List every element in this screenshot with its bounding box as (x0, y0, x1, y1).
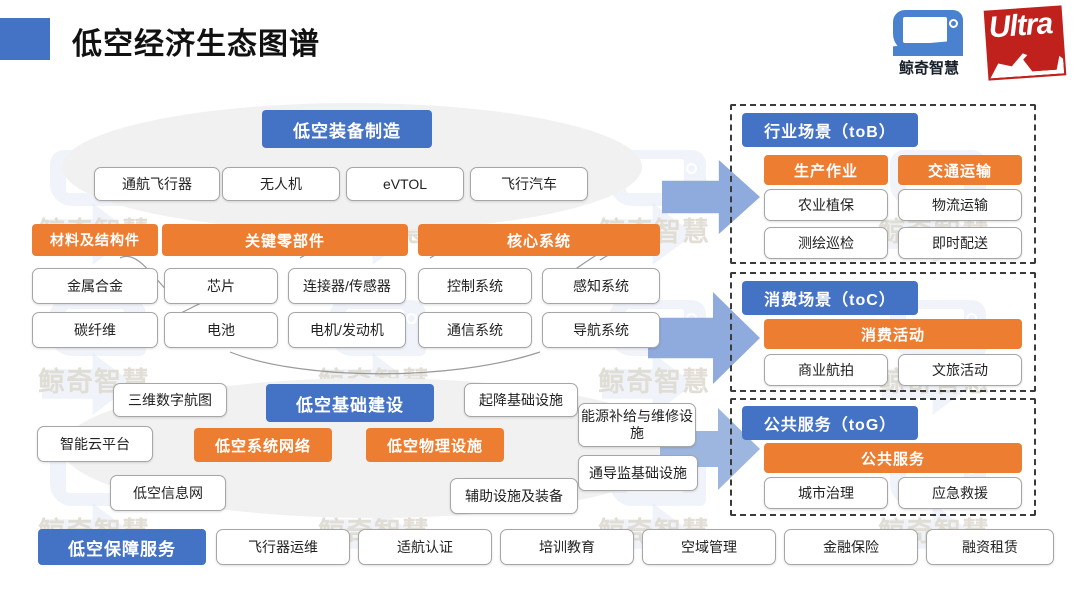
scenario-panel-tog (730, 398, 1036, 516)
scenario-subgroup-header[interactable]: 交通运输 (898, 155, 1022, 185)
infrastructure-item[interactable]: 三维数字航图 (113, 383, 227, 417)
scenario-panel-toc (730, 272, 1036, 392)
scenario-subgroup-header[interactable]: 生产作业 (764, 155, 888, 185)
support-item[interactable]: 空域管理 (642, 529, 776, 565)
brand-logo-label: 鲸奇智慧 (898, 60, 959, 77)
equipment-item[interactable]: 无人机 (222, 167, 340, 201)
scenario-item[interactable]: 农业植保 (764, 189, 888, 221)
infrastructure-item[interactable]: 辅助设施及装备 (450, 478, 578, 514)
component-item[interactable]: 碳纤维 (32, 312, 158, 348)
support-item[interactable]: 金融保险 (784, 529, 918, 565)
component-item[interactable]: 芯片 (164, 268, 278, 304)
scenario-item[interactable]: 文旅活动 (898, 354, 1022, 386)
scenario-item[interactable]: 应急救援 (898, 477, 1022, 509)
scenario-title-toc[interactable]: 消费场景（toC） (742, 281, 918, 315)
infrastructure-item[interactable]: 智能云平台 (37, 426, 153, 462)
equipment-item[interactable]: eVTOL (346, 167, 464, 201)
infrastructure-item[interactable]: 低空信息网 (110, 475, 226, 511)
support-header[interactable]: 低空保障服务 (38, 529, 206, 565)
component-group-header[interactable]: 核心系统 (418, 224, 660, 256)
brand-logo-ultra: Ultra (983, 5, 1067, 81)
scenario-title-tob[interactable]: 行业场景（toB） (742, 113, 918, 147)
equipment-item[interactable]: 飞行汽车 (470, 167, 588, 201)
equipment-item[interactable]: 通航飞行器 (94, 167, 220, 201)
equipment-header[interactable]: 低空装备制造 (262, 110, 432, 148)
component-item[interactable]: 连接器/传感器 (288, 268, 406, 304)
component-item[interactable]: 感知系统 (542, 268, 660, 304)
infrastructure-physical-header[interactable]: 低空物理设施 (366, 428, 504, 462)
support-item[interactable]: 适航认证 (358, 529, 492, 565)
header-accent-bar (0, 18, 50, 60)
scenario-item[interactable]: 物流运输 (898, 189, 1022, 221)
scenario-service-header[interactable]: 公共服务 (764, 443, 1022, 473)
component-item[interactable]: 电机/发动机 (288, 312, 406, 348)
component-item[interactable]: 控制系统 (418, 268, 532, 304)
component-item[interactable]: 电池 (164, 312, 278, 348)
component-group-header[interactable]: 材料及结构件 (32, 224, 158, 256)
support-item[interactable]: 融资租赁 (926, 529, 1054, 565)
component-item[interactable]: 导航系统 (542, 312, 660, 348)
infrastructure-header[interactable]: 低空基础建设 (266, 384, 434, 422)
brand-logo-jingqi: 鲸奇智慧 (893, 10, 965, 80)
infrastructure-item[interactable]: 起降基础设施 (464, 383, 578, 417)
scenario-panel-tob (730, 104, 1036, 264)
component-item[interactable]: 金属合金 (32, 268, 158, 304)
scenario-activity-header[interactable]: 消费活动 (764, 319, 1022, 349)
support-item[interactable]: 培训教育 (500, 529, 634, 565)
component-item[interactable]: 通信系统 (418, 312, 532, 348)
scenario-item[interactable]: 即时配送 (898, 227, 1022, 259)
infrastructure-item[interactable]: 通导监基础设施 (578, 455, 698, 491)
watermark-text: 鲸奇智慧 (598, 367, 710, 397)
support-item[interactable]: 飞行器运维 (216, 529, 350, 565)
ultra-wordmark: Ultra (987, 7, 1054, 45)
scenario-item[interactable]: 城市治理 (764, 477, 888, 509)
component-group-header[interactable]: 关键零部件 (162, 224, 408, 256)
infrastructure-network-header[interactable]: 低空系统网络 (194, 428, 332, 462)
scenario-item[interactable]: 测绘巡检 (764, 227, 888, 259)
scenario-title-tog[interactable]: 公共服务（toG） (742, 406, 918, 440)
scenario-item[interactable]: 商业航拍 (764, 354, 888, 386)
infrastructure-item[interactable]: 能源补给与维修设施 (578, 403, 696, 447)
page-title: 低空经济生态图谱 (72, 28, 320, 61)
